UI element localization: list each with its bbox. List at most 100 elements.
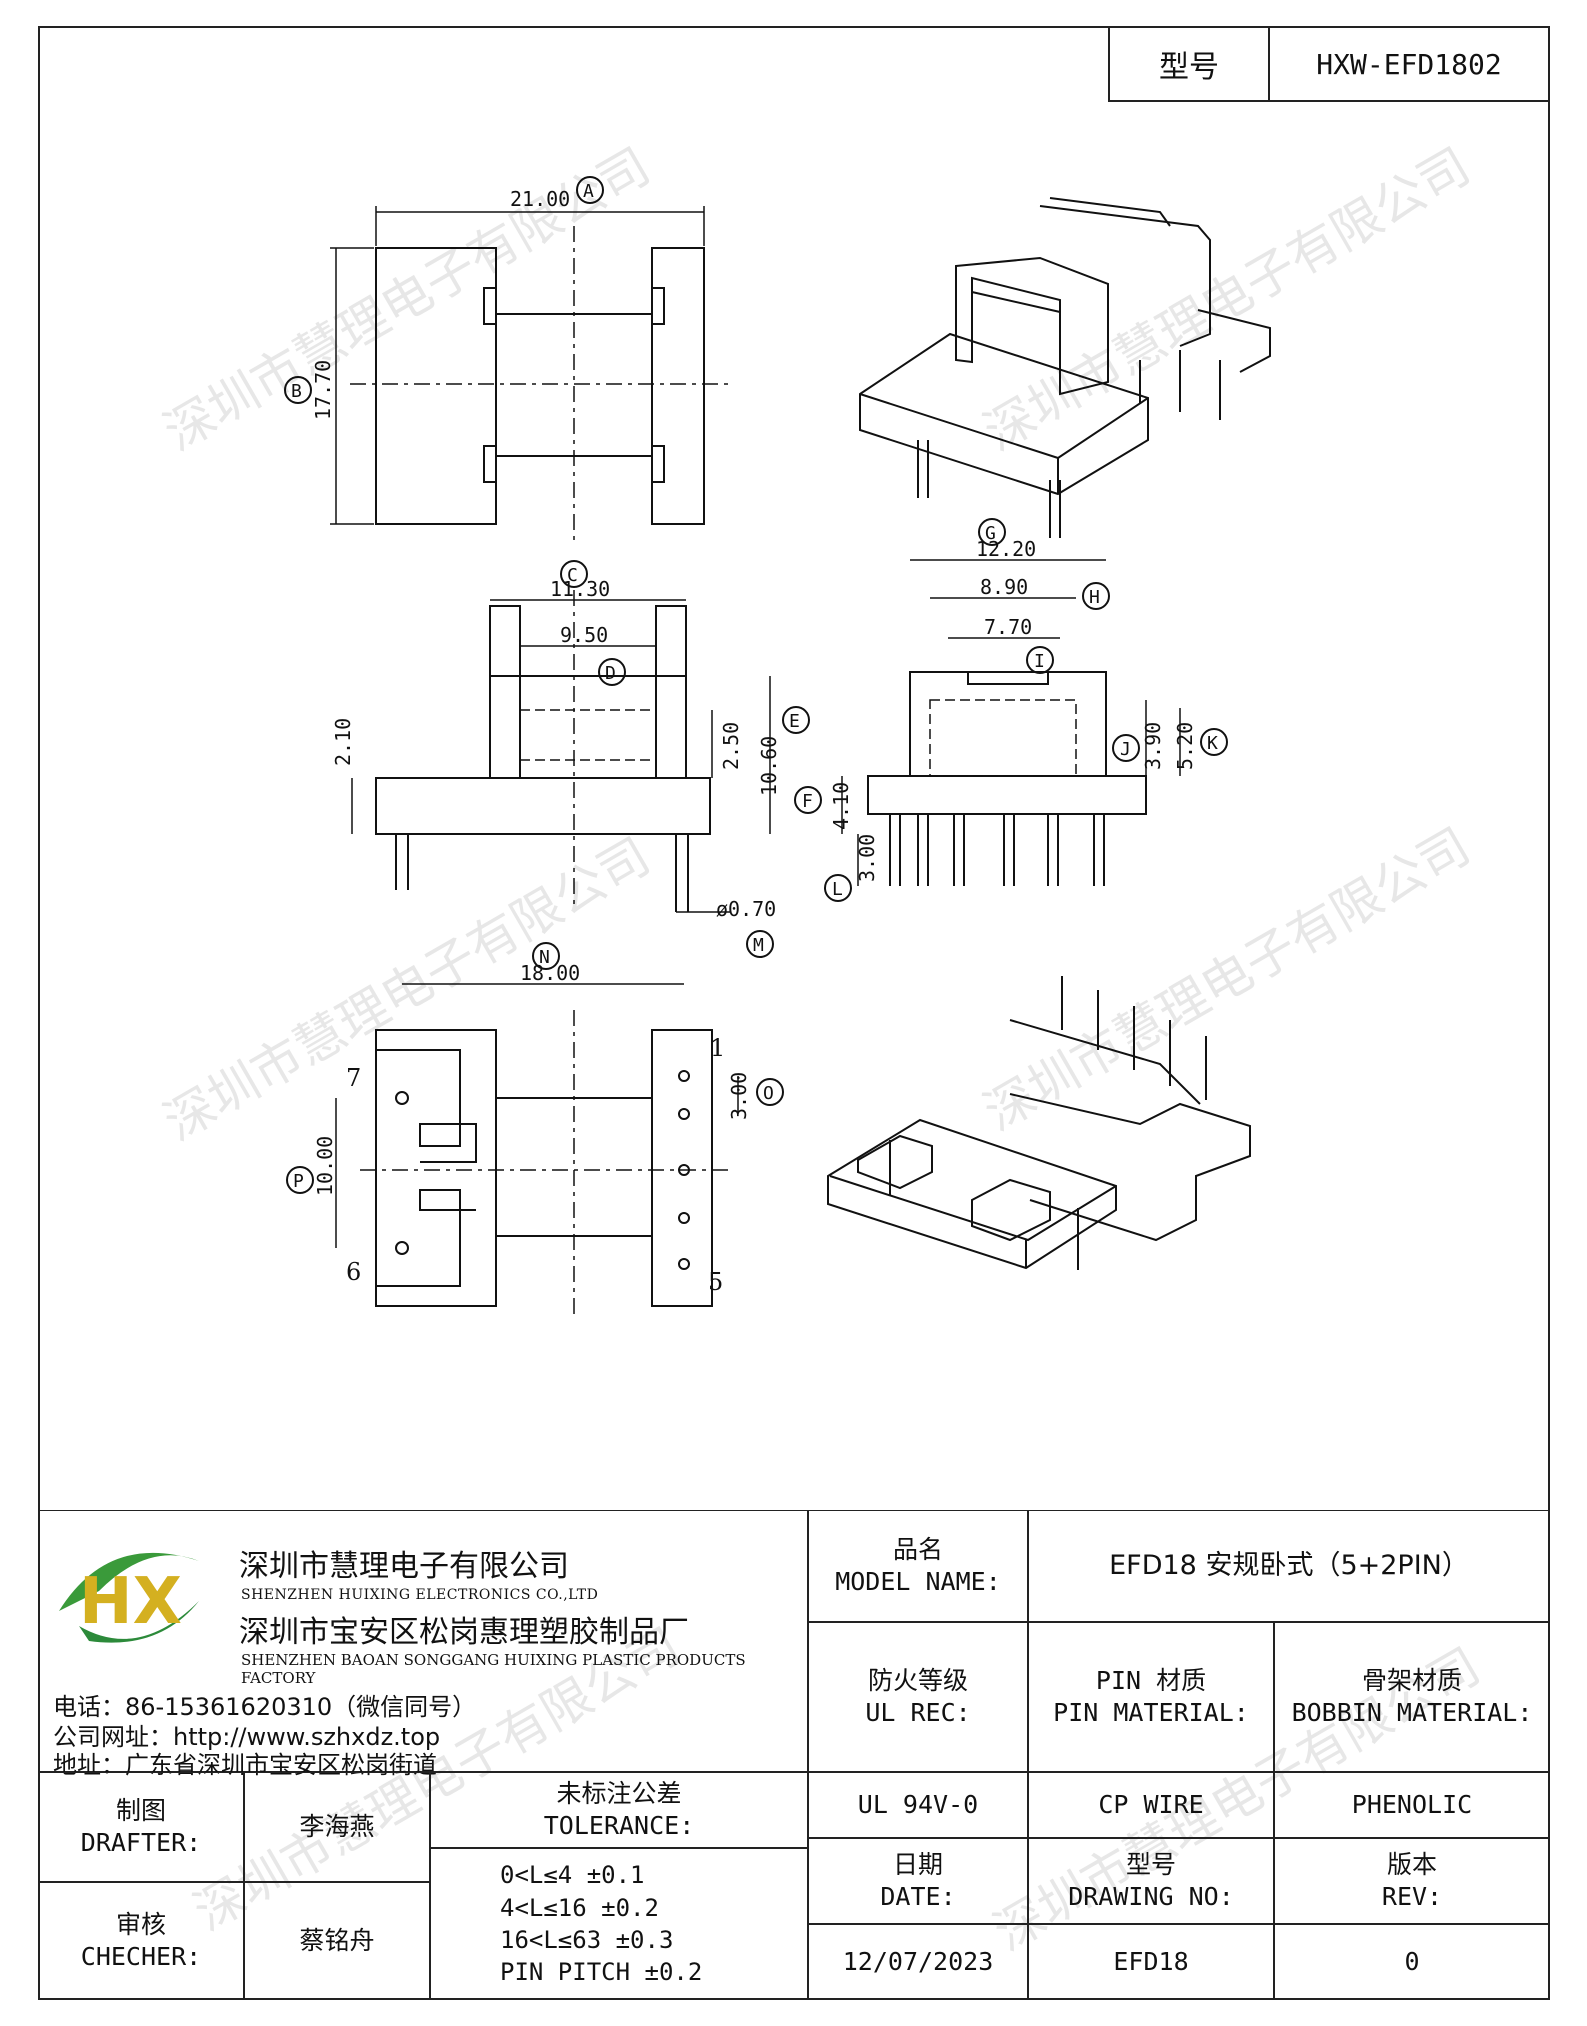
bobbin-material-label: 骨架材质 BOBBIN MATERIAL: <box>1274 1622 1550 1772</box>
dim-l-label: L <box>832 879 843 900</box>
tolerance-label: 未标注公差 TOLERANCE: <box>430 1772 808 1848</box>
pin-6-label: 6 <box>346 1258 361 1286</box>
bottom-view: 18.00 N 10.00 P 3.00 O 1 5 6 7 <box>286 942 784 1320</box>
front-view: 11.30 C 9.50 D 2.10 2.50 10.60 E ø0.70 M <box>331 560 810 958</box>
date-value: 12/07/2023 <box>808 1924 1028 2000</box>
model-name-en: MODEL NAME: <box>835 1567 1001 1596</box>
pin-5-label: 5 <box>708 1268 723 1296</box>
drafter-cn: 制图 <box>115 1795 166 1825</box>
dim-g-value: 12.20 <box>976 537 1036 561</box>
dim-b-value: 17.70 <box>311 360 335 420</box>
dim-n-value: 18.00 <box>520 961 580 985</box>
drawing-no-cn: 型号 <box>1125 1849 1176 1879</box>
drawing-no-label: 型号 DRAWING NO: <box>1028 1838 1274 1924</box>
dim-o-value: 3.00 <box>727 1072 751 1120</box>
dim-k-value: 5.20 <box>1173 722 1197 770</box>
side-view: 12.20 G 8.90 H 7.70 I 3.90 J 5.20 K 4.10… <box>794 518 1228 902</box>
ul-en: UL REC: <box>865 1698 971 1727</box>
tolerance-line: 16<L≤63 ±0.3 <box>500 1926 674 1954</box>
pin-material-label: PIN 材质 PIN MATERIAL: <box>1028 1622 1274 1772</box>
drafter-name: 李海燕 <box>244 1772 430 1882</box>
company-name-cn: 深圳市慧理电子有限公司 <box>239 1549 569 1584</box>
company-phone: 电话：86-15361620310（微信同号） <box>53 1693 477 1721</box>
dim-a-label: A <box>583 181 594 202</box>
checker-name: 蔡铭舟 <box>244 1882 430 2000</box>
checker-label: 审核 CHECHER: <box>38 1882 244 2000</box>
dim-k-label: K <box>1207 733 1218 754</box>
iso-view-bottom <box>827 976 1251 1270</box>
top-view: 21.00 A 17.70 B <box>284 176 730 540</box>
dim-n-label: N <box>539 947 550 968</box>
model-name-value: EFD18 安规卧式（5+2PIN） <box>1028 1510 1550 1622</box>
dim-d-label: D <box>605 663 616 684</box>
dim-h-value: 8.90 <box>980 575 1028 599</box>
logo-text: HX <box>79 1565 182 1639</box>
dim-c-label: C <box>567 565 578 586</box>
dim-m-label: M <box>753 935 764 956</box>
tolerance-line: PIN PITCH ±0.2 <box>500 1958 703 1987</box>
dim-h-label: H <box>1089 587 1100 608</box>
bobbin-material-en: BOBBIN MATERIAL: <box>1291 1698 1533 1727</box>
dim-i-value: 7.70 <box>984 615 1032 639</box>
dim-l-value: 3.00 <box>855 834 879 882</box>
company-block: HX 深圳市慧理电子有限公司 SHENZHEN HUIXING ELECTRON… <box>38 1510 808 1779</box>
ul-value: UL 94V-0 <box>808 1772 1028 1838</box>
company-logo: HX <box>59 1552 199 1643</box>
checker-en: CHECHER: <box>80 1942 202 1971</box>
tolerance-values: 0<L≤4 ±0.1 4<L≤16 ±0.2 16<L≤63 ±0.3 PIN … <box>430 1848 810 2000</box>
bobbin-material-cn: 骨架材质 <box>1361 1665 1462 1695</box>
dim-i-label: I <box>1034 651 1045 672</box>
dim-p-label: P <box>293 1171 304 1192</box>
model-number-box: 型号 HXW-EFD1802 <box>1108 26 1550 102</box>
checker-cn: 审核 <box>115 1909 166 1939</box>
dim-g-label: G <box>985 523 996 544</box>
tolerance-line: 0<L≤4 ±0.1 <box>500 1861 645 1890</box>
dim-f-value: 4.10 <box>829 782 853 830</box>
tolerance-line: 4<L≤16 ±0.2 <box>500 1893 659 1922</box>
bobbin-material-value: PHENOLIC <box>1274 1772 1550 1838</box>
dim-a-value: 21.00 <box>510 187 570 211</box>
dim-e-value: 10.60 <box>757 736 781 796</box>
company-name-en: SHENZHEN HUIXING ELECTRONICS CO.,LTD <box>241 1587 599 1603</box>
pin-material-en: PIN MATERIAL: <box>1053 1698 1249 1727</box>
factory-name-cn: 深圳市宝安区松岗惠理塑胶制品厂 <box>239 1615 689 1650</box>
factory-name-en: SHENZHEN BAOAN SONGGANG HUIXING PLASTIC … <box>241 1651 746 1687</box>
date-cn: 日期 <box>892 1849 943 1879</box>
model-value: HXW-EFD1802 <box>1316 47 1502 81</box>
dim-o-label: O <box>763 1083 774 1104</box>
company-website: 公司网址：http://www.szhxdz.top <box>53 1723 441 1751</box>
ul-label: 防火等级 UL REC: <box>808 1622 1028 1772</box>
drawing-no-en: DRAWING NO: <box>1068 1882 1234 1911</box>
company-address: 地址：广东省深圳市宝安区松岗街道 <box>53 1751 437 1779</box>
dim-b-label: B <box>291 381 302 402</box>
model-name-label: 品名 MODEL NAME: <box>808 1510 1028 1622</box>
pin-material-value: CP WIRE <box>1028 1772 1274 1838</box>
tolerance-en: TOLERANCE: <box>543 1811 695 1840</box>
dim-e-label: E <box>789 711 800 732</box>
dim-left-height: 2.10 <box>331 718 355 766</box>
iso-view-top <box>859 197 1271 538</box>
drafter-label: 制图 DRAFTER: <box>38 1772 244 1882</box>
pin-material-cn: PIN 材质 <box>1095 1665 1207 1695</box>
dim-j-label: J <box>1120 739 1131 760</box>
model-name-cn: 品名 <box>892 1534 943 1564</box>
drafter-en: DRAFTER: <box>80 1828 202 1857</box>
rev-cn: 版本 <box>1386 1849 1437 1879</box>
tolerance-cn: 未标注公差 <box>556 1778 682 1808</box>
date-en: DATE: <box>880 1882 956 1911</box>
pin-1-label: 1 <box>710 1034 725 1062</box>
dim-e2-value: 2.50 <box>719 722 743 770</box>
tolerance-box <box>430 1848 808 2000</box>
rev-value: 0 <box>1274 1924 1550 2000</box>
date-label: 日期 DATE: <box>808 1838 1028 1924</box>
rev-en: REV: <box>1381 1882 1443 1911</box>
drawing-no-value: EFD18 <box>1028 1924 1274 2000</box>
dim-d-value: 9.50 <box>560 623 608 647</box>
ul-cn: 防火等级 <box>867 1665 968 1695</box>
model-label: 型号 <box>1110 28 1270 100</box>
pin-7-label: 7 <box>346 1064 361 1092</box>
rev-label: 版本 REV: <box>1274 1838 1550 1924</box>
dim-p-value: 10.00 <box>313 1136 337 1196</box>
dim-j-value: 3.90 <box>1141 722 1165 770</box>
